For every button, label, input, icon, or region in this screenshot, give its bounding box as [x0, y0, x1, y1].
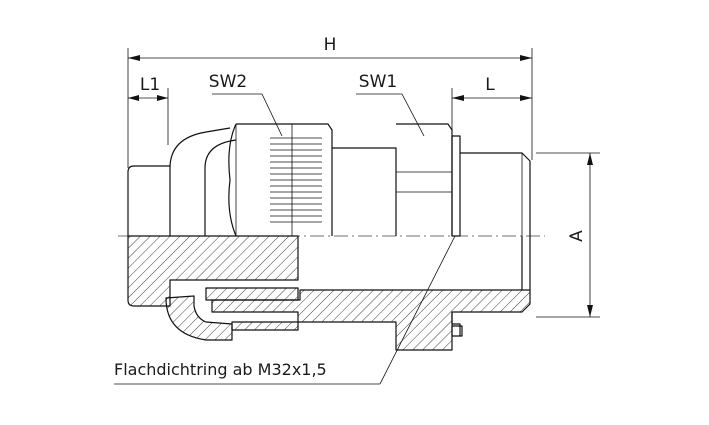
dimension-a: A [536, 152, 600, 318]
dimension-l-label: L [485, 75, 495, 95]
label-sw2: SW2 [209, 72, 283, 137]
gland-section-view [127, 235, 531, 351]
knurl-lines [270, 137, 322, 223]
dimension-h: H [127, 35, 533, 168]
dimension-l1: L1 [128, 75, 169, 145]
gland-exterior-view [127, 123, 531, 237]
label-sw1: SW1 [356, 72, 425, 137]
dimension-l1-label: L1 [140, 75, 160, 95]
flat-seal-note-text: Flachdichtring ab M32x1,5 [114, 360, 327, 379]
dimension-a-label: A [567, 230, 587, 242]
dimension-l: L [451, 75, 532, 136]
dimension-h-label: H [324, 35, 337, 55]
sw1-label: SW1 [359, 72, 397, 92]
flat-seal-note: Flachdichtring ab M32x1,5 [114, 235, 456, 385]
sw2-label: SW2 [209, 72, 247, 92]
